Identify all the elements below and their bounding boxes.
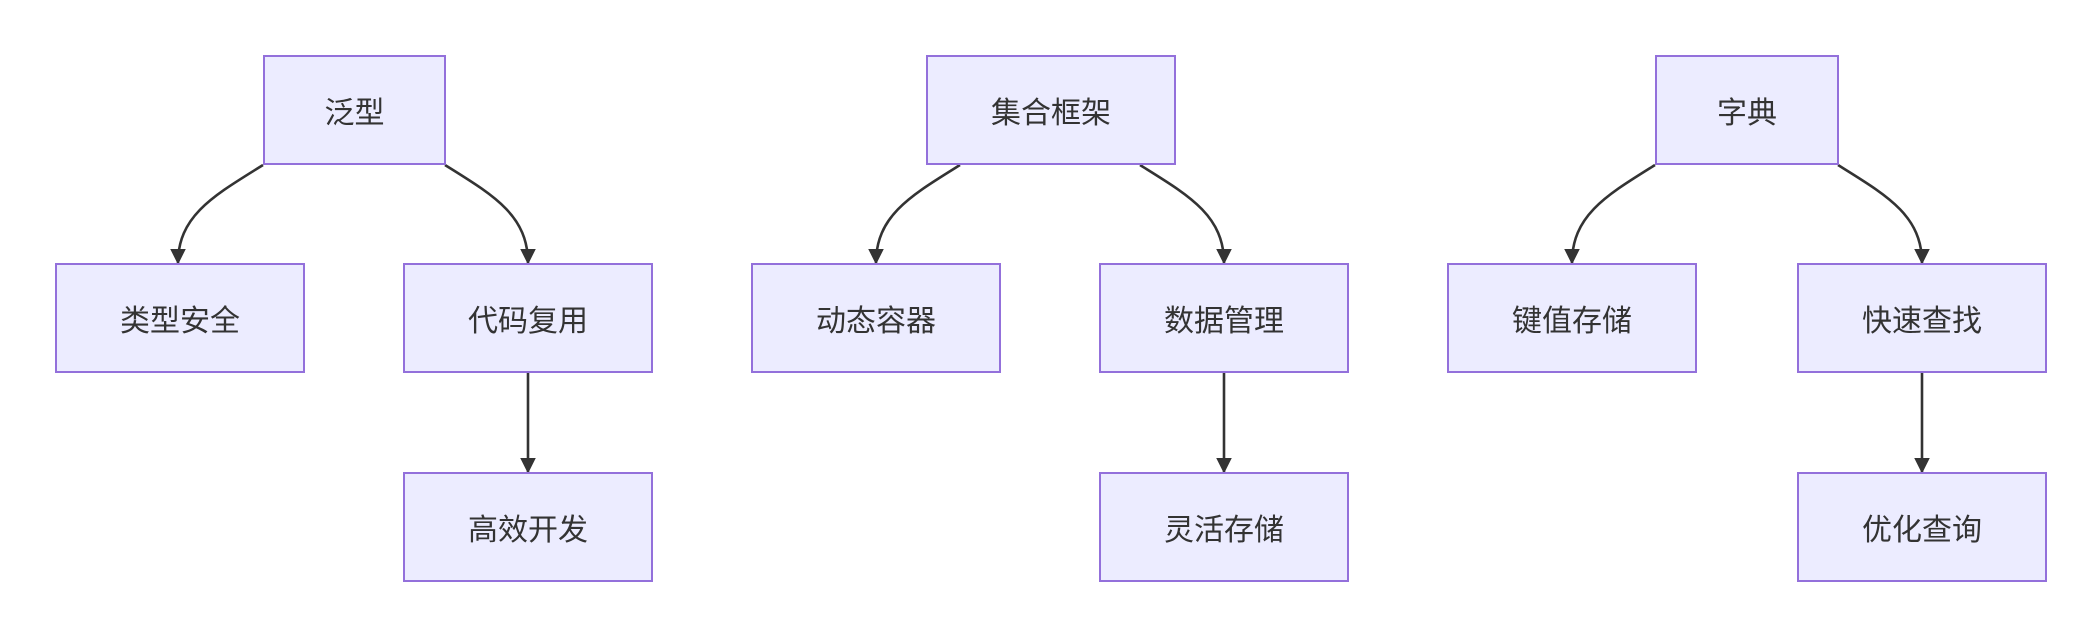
node-tree3-grandchild: 优化查询 (1797, 472, 2047, 582)
edge-tree1-root-to-right (444, 163, 536, 265)
node-tree3-child-right: 快速查找 (1797, 263, 2047, 373)
node-tree2-child-left: 动态容器 (751, 263, 1001, 373)
node-tree1-child-right: 代码复用 (403, 263, 653, 373)
node-tree2-grandchild: 灵活存储 (1099, 472, 1349, 582)
node-tree1-root: 泛型 (263, 55, 446, 165)
node-tree3-root: 字典 (1655, 55, 1839, 165)
node-tree3-child-left: 键值存储 (1447, 263, 1697, 373)
edge-tree3-root-to-right (1837, 163, 1930, 265)
edge-tree1-root-to-left (170, 163, 264, 265)
node-tree2-child-right: 数据管理 (1099, 263, 1349, 373)
edge-tree3-root-to-left (1564, 163, 1656, 265)
node-tree1-grandchild: 高效开发 (403, 472, 653, 582)
edge-tree2-root-to-left (868, 163, 961, 265)
node-tree1-child-left: 类型安全 (55, 263, 305, 373)
node-tree2-root: 集合框架 (926, 55, 1176, 165)
edge-tree2-root-to-right (1139, 163, 1232, 265)
